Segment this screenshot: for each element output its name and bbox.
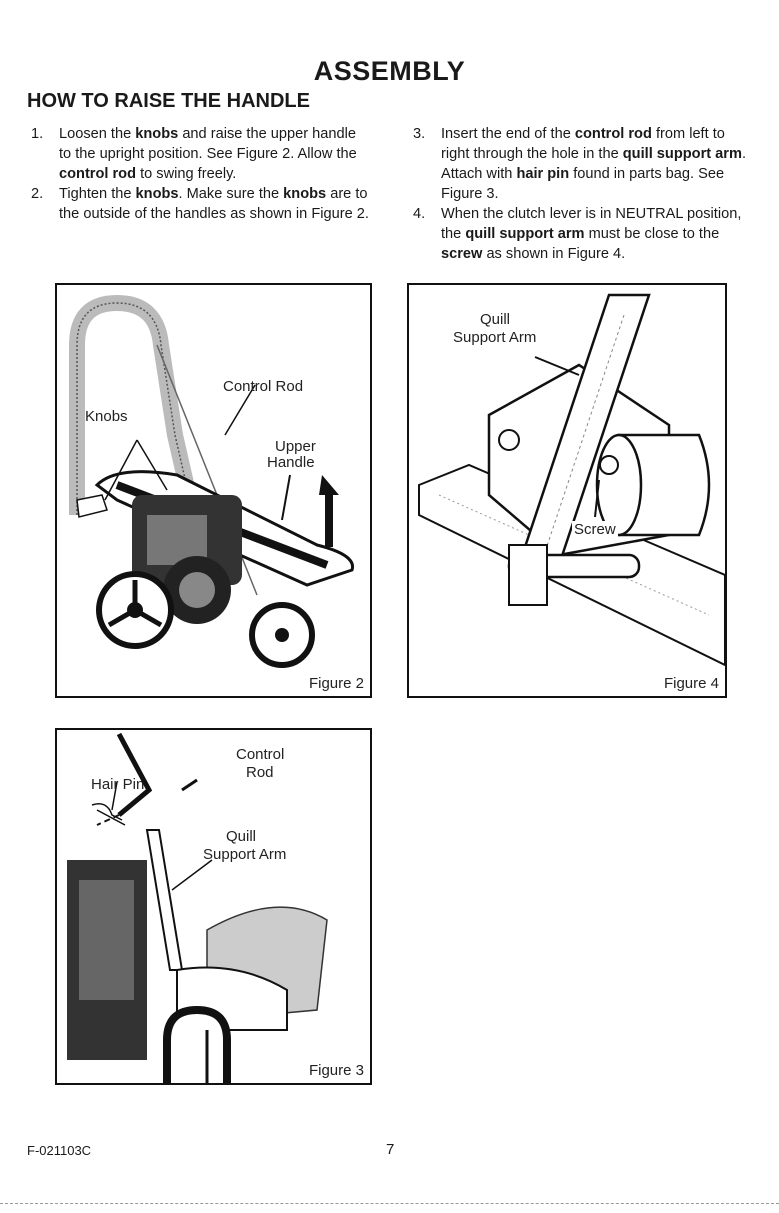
figure-caption: Figure 4: [663, 675, 719, 692]
step-number: 3.: [413, 126, 426, 142]
section-heading: HOW TO RAISE THE HANDLE: [27, 90, 310, 112]
step-text: from left to right through the hole in t…: [441, 126, 725, 162]
step-text: Insert the end of the: [441, 126, 575, 142]
step-keyword: screw: [441, 246, 483, 262]
steps-list-left: 1. Loosen the knobs and raise the upper h…: [25, 124, 370, 224]
figure-4: Quill Support Arm Screw Figure 4: [407, 283, 727, 698]
step-keyword: control rod: [574, 126, 652, 142]
label-handle: Handle: [267, 454, 315, 471]
step-text: and raise the upper handle to the uprigh…: [59, 126, 357, 162]
label-knobs: Knobs: [85, 408, 128, 425]
document-code: F-021103C: [27, 1143, 92, 1158]
step-keyword: hair pin: [516, 166, 570, 182]
step-text: Tighten the: [59, 186, 136, 202]
step-keyword: quill support arm: [622, 146, 742, 162]
step-item: 2. Tighten the knobs. Make sure the knobs…: [25, 184, 370, 224]
step-keyword: quill support arm: [465, 226, 585, 242]
step-text: must be close to the: [584, 226, 720, 242]
label-support-arm: Support Arm: [203, 846, 287, 863]
step-text: . Make sure the: [178, 186, 284, 202]
label-control: Control: [236, 746, 285, 763]
step-keyword: control rod: [59, 166, 137, 182]
page-edge-line: [0, 1203, 779, 1204]
step-text: found in parts bag. See Figure 3.: [441, 166, 725, 202]
step-item: 1. Loosen the knobs and raise the upper h…: [25, 124, 370, 184]
step-number: 4.: [413, 206, 426, 222]
page-number: 7: [386, 1141, 395, 1158]
step-text: are to the outside of the handles as sho…: [59, 186, 369, 222]
label-quill: Quill: [480, 311, 511, 328]
step-text: as shown in Figure 4.: [482, 246, 626, 262]
label-screw: Screw: [572, 521, 618, 538]
edger-handle-illustration: [69, 294, 355, 668]
step-text: . Attach with: [441, 146, 746, 182]
step-number: 1.: [31, 126, 44, 142]
step-text: Loosen the: [59, 126, 136, 142]
figure-3: Control Rod Hair Pin Quill Support Arm F…: [55, 728, 372, 1085]
hair-pin-illustration: [67, 732, 328, 1083]
step-number: 2.: [31, 186, 44, 202]
step-text: to swing freely.: [136, 166, 237, 182]
label-control-rod: Control Rod: [223, 378, 304, 395]
label-hair-pin: Hair Pin: [91, 776, 145, 793]
step-keyword: knobs: [283, 186, 327, 202]
label-support-arm: Support Arm: [453, 329, 537, 346]
step-text: When the clutch lever is in NEUTRAL posi…: [441, 206, 742, 242]
step-item: 4. When the clutch lever is in NEUTRAL po…: [407, 204, 757, 264]
figure-caption: Figure 3: [308, 1062, 364, 1079]
quill-screw-illustration: [418, 293, 725, 667]
page-title: ASSEMBLY: [313, 56, 466, 86]
step-keyword: knobs: [135, 126, 179, 142]
step-item: 3. Insert the end of the control rod from…: [407, 124, 757, 204]
figure-2: Control Rod Knobs Upper Handle Figure 2: [55, 283, 372, 698]
steps-list-right: 3. Insert the end of the control rod from…: [407, 124, 757, 264]
figure-caption: Figure 2: [308, 675, 364, 692]
label-quill: Quill: [226, 828, 257, 845]
label-rod: Rod: [246, 764, 274, 781]
label-upper: Upper: [275, 438, 316, 455]
step-keyword: knobs: [135, 186, 179, 202]
